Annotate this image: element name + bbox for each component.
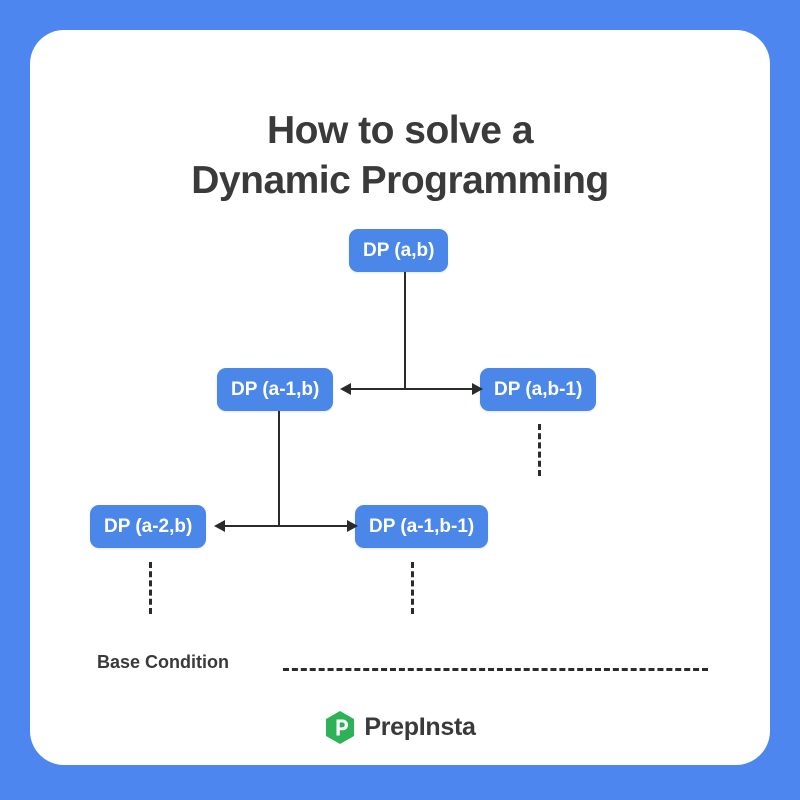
page-title: How to solve a Dynamic Programming xyxy=(30,106,770,206)
brand-footer: PrepInsta xyxy=(30,710,770,745)
content-card: How to solve a Dynamic Programming DP (a… xyxy=(30,30,770,765)
node-dp-a-minus-1-b: DP (a-1,b) xyxy=(217,368,334,411)
prepinsta-hexagon-icon xyxy=(324,710,356,745)
dashed-continuation-a-minus-1-b-minus-1 xyxy=(411,562,414,614)
page-title-line-1: How to solve a xyxy=(266,109,534,152)
connector-level3-horizontal xyxy=(216,525,357,527)
dashed-continuation-a-b-minus-1 xyxy=(538,424,541,476)
page-title-line-2: Dynamic Programming xyxy=(191,159,609,202)
brand-name: PrepInsta xyxy=(364,713,476,741)
node-dp-a-b: DP (a,b) xyxy=(349,229,449,272)
connector-root-vertical xyxy=(404,272,406,389)
recursion-tree-diagram: DP (a,b) DP (a-1,b) DP (a,b-1) DP (a-2,b… xyxy=(30,30,770,765)
arrowhead-right-level2-icon xyxy=(472,383,483,395)
base-condition-dashed-line xyxy=(283,668,708,671)
arrowhead-left-level2-icon xyxy=(340,383,351,395)
connector-a-minus-1-b-vertical xyxy=(278,411,280,525)
node-dp-a-b-minus-1: DP (a,b-1) xyxy=(480,368,597,411)
node-dp-a-minus-1-b-minus-1: DP (a-1,b-1) xyxy=(355,505,489,548)
arrowhead-right-level3-icon xyxy=(347,520,358,532)
base-condition-label: Base Condition xyxy=(97,652,230,672)
node-dp-a-minus-2-b: DP (a-2,b) xyxy=(90,505,207,548)
dashed-continuation-a-minus-2-b xyxy=(149,562,152,614)
connector-level2-horizontal xyxy=(342,388,482,390)
arrowhead-left-level3-icon xyxy=(214,520,225,532)
